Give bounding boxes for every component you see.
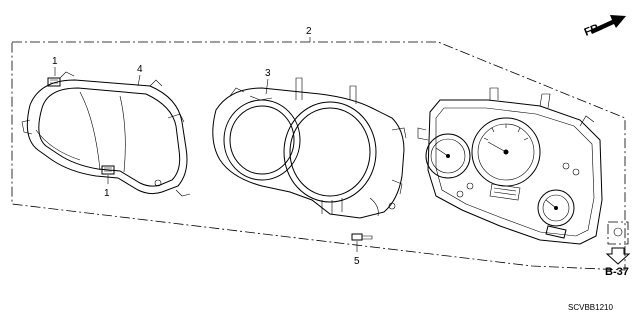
callout-label: 4 [137, 64, 143, 75]
assembly-boundary [11, 41, 626, 271]
callout-3: 3 [265, 68, 271, 95]
callout-4: 4 [137, 64, 143, 87]
meter-case-part-3 [212, 77, 407, 219]
gauge-cluster-assembly [417, 87, 603, 245]
callout-label: 1 [104, 188, 110, 199]
callout-label: 3 [265, 68, 271, 79]
callout-label: 1 [52, 56, 58, 67]
callout-2: 2 [306, 26, 312, 42]
reference-label: B-37 [605, 266, 629, 278]
clip-part-1-top: 1 [47, 56, 61, 87]
screw-part-5: 5 [351, 233, 373, 267]
diagram-code: SCVBB1210 [568, 303, 613, 312]
front-direction-arrow: FR. [583, 15, 626, 39]
reference-box [607, 221, 629, 245]
callout-label: 2 [306, 26, 312, 37]
callout-label: 5 [354, 256, 360, 267]
clip-part-1-bottom: 1 [101, 165, 115, 199]
meter-visor-part-4 [21, 71, 191, 197]
front-direction-label: FR. [583, 21, 604, 39]
reference-b37: B-37 [605, 221, 631, 278]
